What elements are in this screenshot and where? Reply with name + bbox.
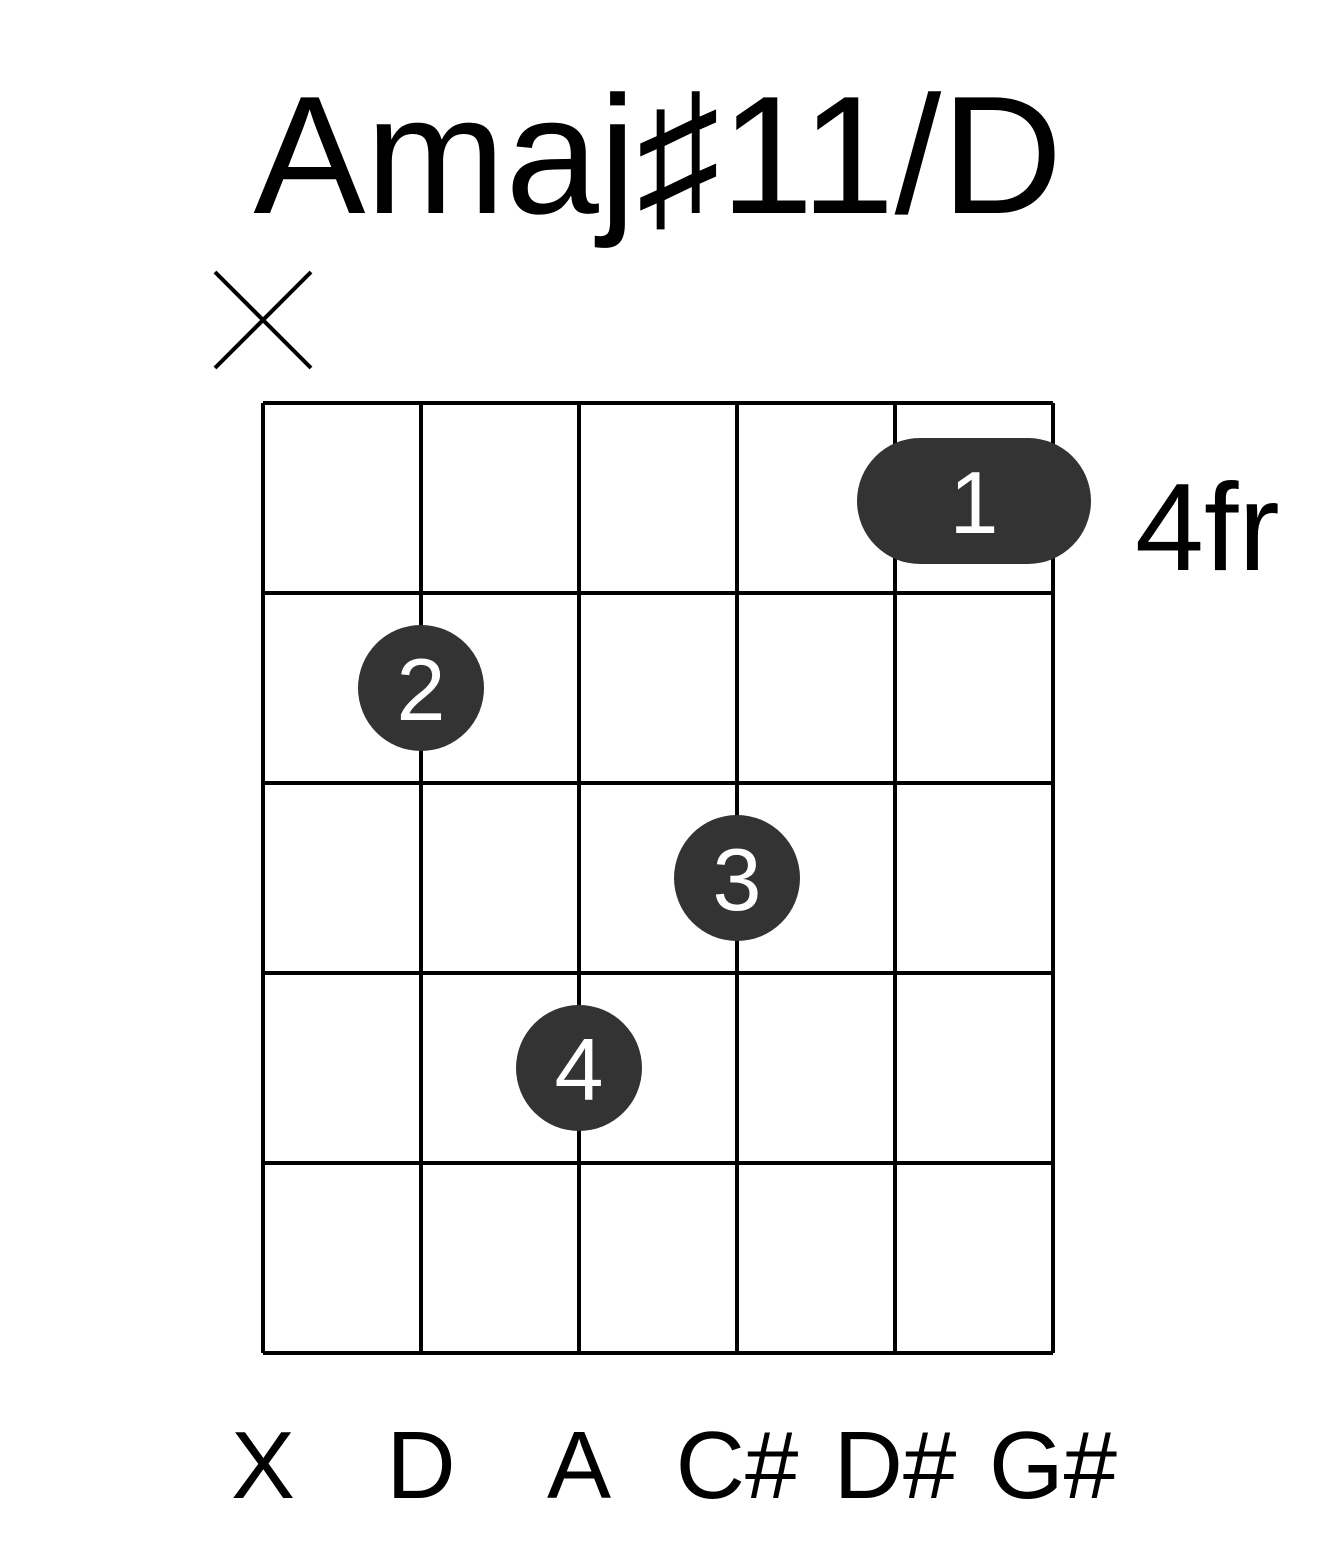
finger-number-2: 2 <box>397 640 446 739</box>
barre-finger-1 <box>857 438 1091 564</box>
finger-dot-4 <box>516 1005 642 1131</box>
note-label-string-2: D <box>386 1412 455 1519</box>
finger-dots: 2 3 4 <box>358 625 800 1131</box>
mute-markers <box>213 270 313 370</box>
note-label-string-5: D# <box>834 1412 957 1519</box>
note-label-string-6: G# <box>989 1412 1117 1519</box>
muted-string-marker-1 <box>213 270 313 370</box>
note-label-string-4: C# <box>676 1412 799 1519</box>
barre-finger-label: 1 <box>950 453 999 552</box>
note-label-string-1: X <box>231 1412 295 1519</box>
finger-dot-2 <box>358 625 484 751</box>
finger-number-3: 3 <box>713 830 762 929</box>
note-label-string-3: A <box>547 1412 611 1519</box>
finger-dot-3 <box>674 815 800 941</box>
mute-stroke-b <box>213 270 313 370</box>
finger-number-4: 4 <box>555 1020 604 1119</box>
chord-title: Amaj♯11/D <box>253 61 1062 249</box>
start-fret-label: 4fr <box>1135 459 1280 597</box>
barre-layer: 1 <box>857 438 1091 564</box>
